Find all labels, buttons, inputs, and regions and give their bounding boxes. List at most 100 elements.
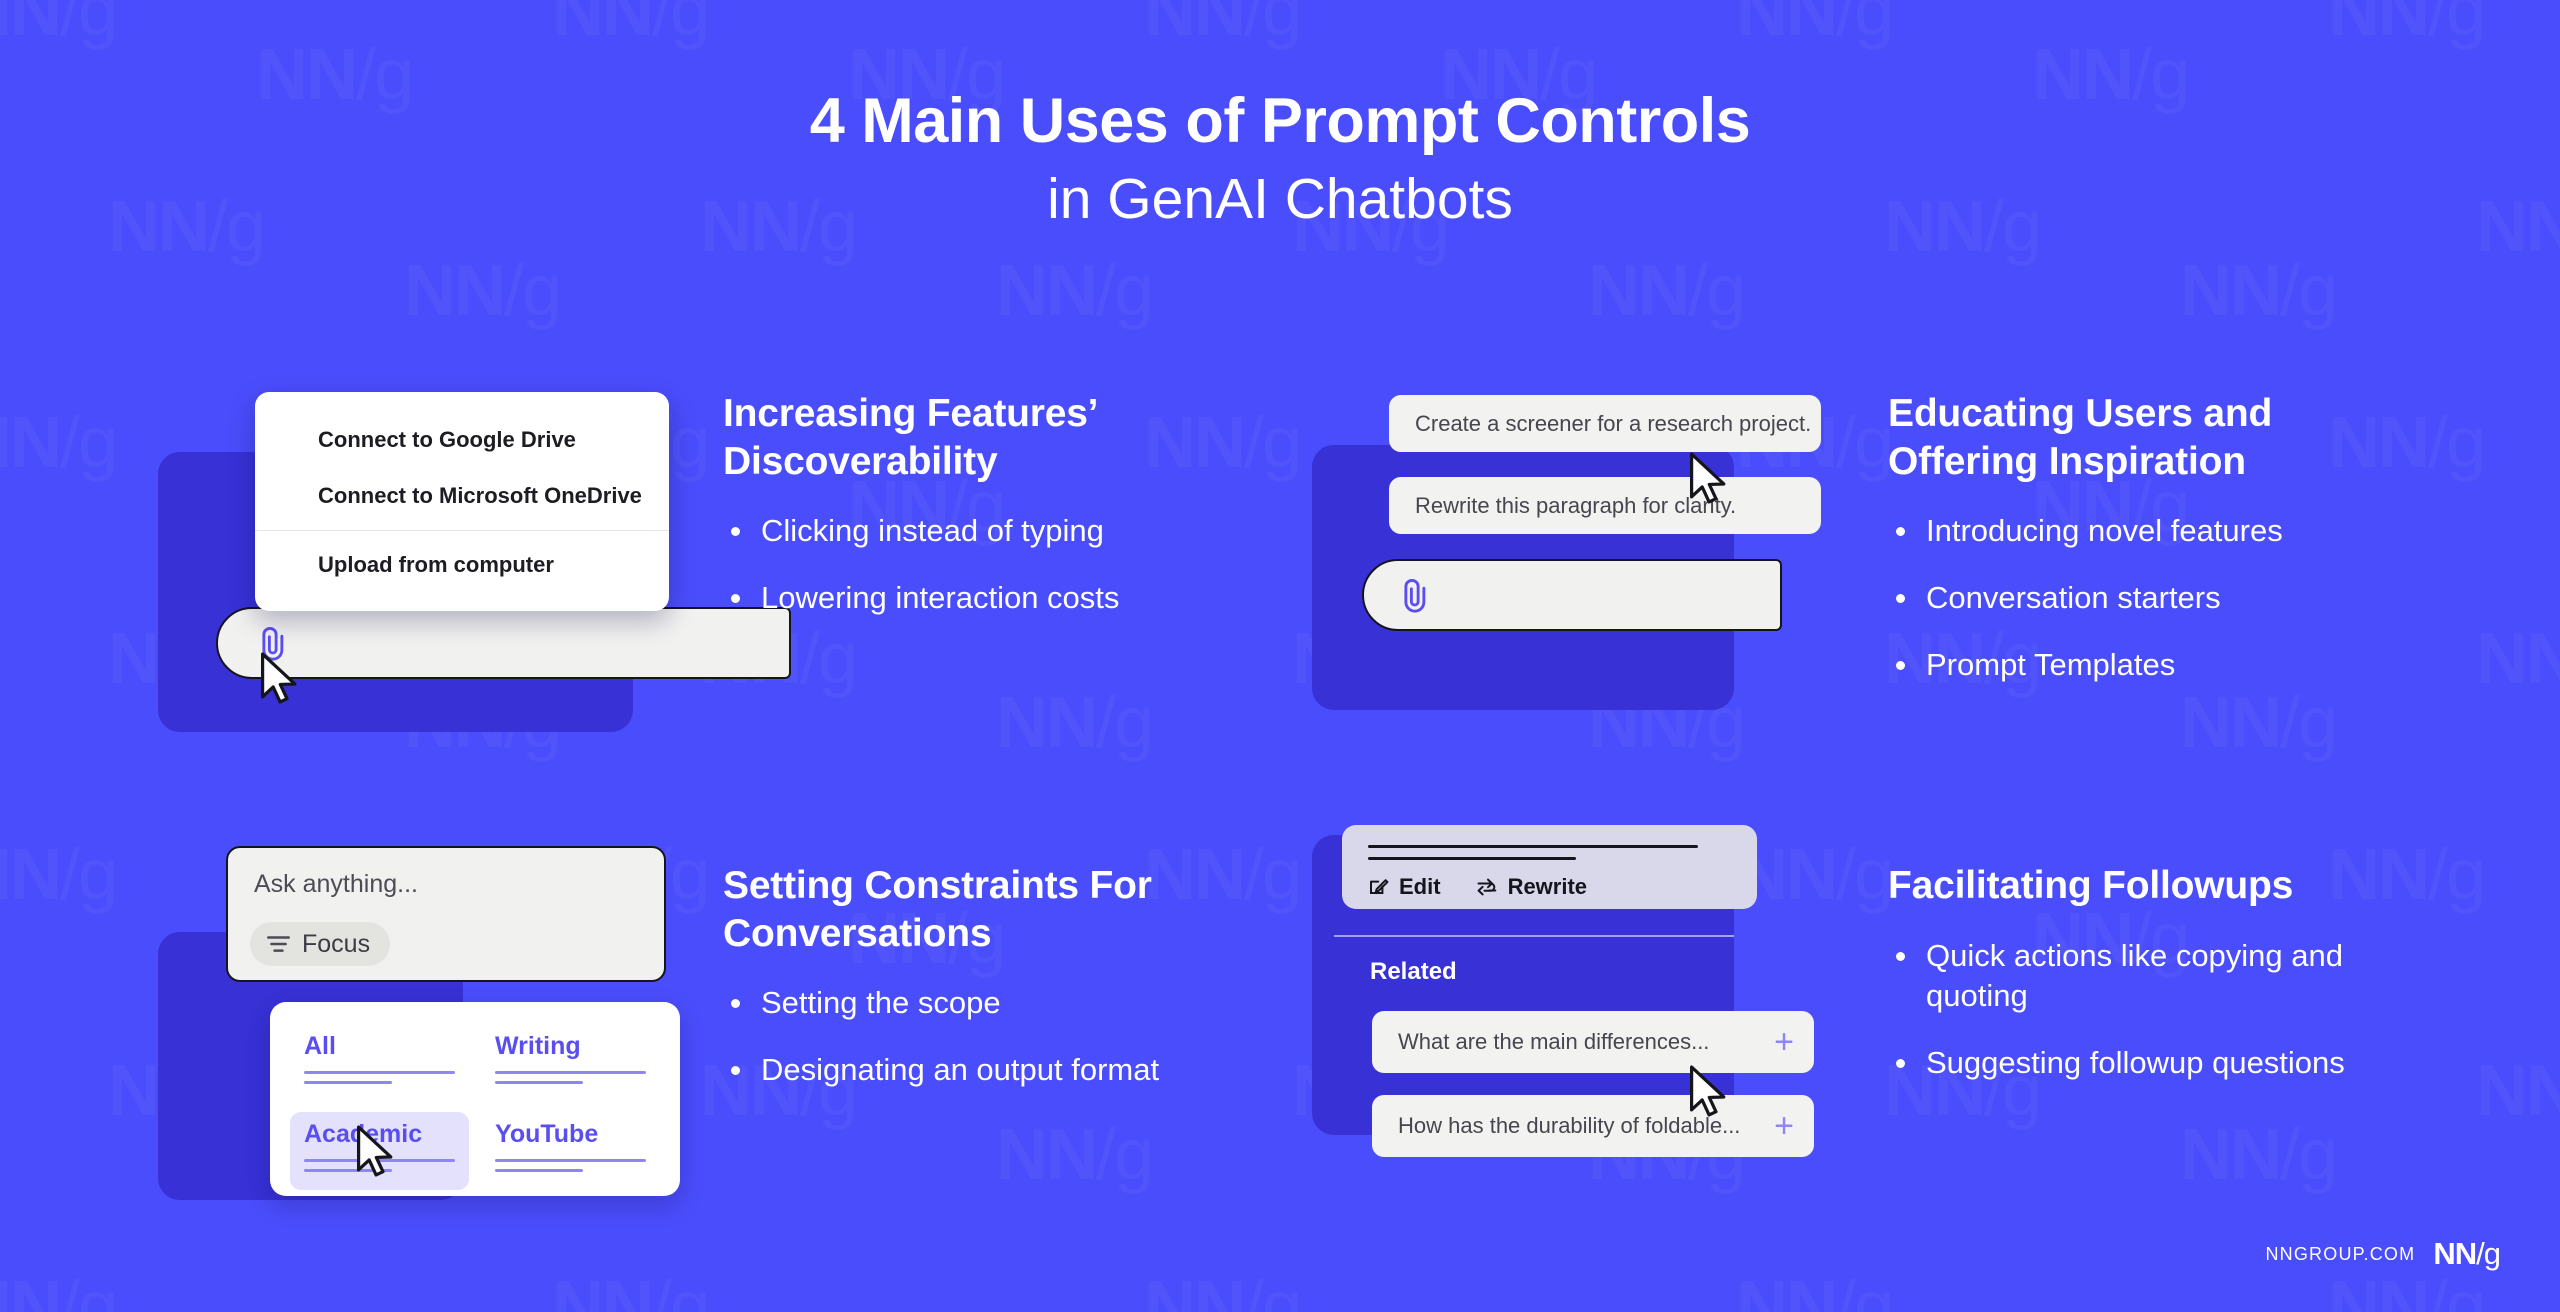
suggestion-bubble-label: Create a screener for a research project… bbox=[1415, 410, 1812, 436]
watermark-nng: NN/g bbox=[1736, 0, 1894, 52]
watermark-nng: NN/g bbox=[2476, 618, 2560, 700]
watermark-nng: NN/g bbox=[2328, 0, 2486, 52]
focus-option-label: YouTube bbox=[495, 1120, 599, 1148]
option-line-long bbox=[495, 1071, 646, 1074]
paperclip-icon[interactable] bbox=[260, 624, 290, 662]
quadrant-bullet-list: Introducing novel features Conversation … bbox=[1888, 511, 2388, 686]
mock-attachment-menu: Connect to Google Drive Connect to Micro… bbox=[158, 392, 791, 742]
watermark-nng: NN/g bbox=[1588, 250, 1746, 332]
watermark-nng: NN/g bbox=[1144, 0, 1302, 52]
logo-nn: NN bbox=[2433, 1236, 2477, 1271]
list-item: Setting the scope bbox=[723, 983, 1283, 1024]
focus-option-all[interactable]: All bbox=[290, 1024, 469, 1102]
filter-icon bbox=[267, 936, 290, 952]
refresh-icon bbox=[1477, 878, 1496, 896]
ask-anything-placeholder[interactable]: Ask anything... bbox=[254, 870, 418, 898]
quadrant-title: Educating Users and Offering Inspiration bbox=[1888, 392, 2273, 483]
watermark-nng: NN/g bbox=[1736, 1266, 1894, 1312]
watermark-nng: NN/g bbox=[2180, 682, 2338, 764]
focus-option-label: Writing bbox=[495, 1032, 581, 1060]
watermark-nng: NN/g bbox=[0, 0, 118, 52]
list-item: Quick actions like copying and quoting bbox=[1888, 936, 2428, 1018]
watermark-nng: NN/g bbox=[2476, 1050, 2560, 1132]
quadrant-text-facilitating-followups: Facilitating Followups Quick actions lik… bbox=[1888, 862, 2428, 1084]
list-item: Suggesting followup questions bbox=[1888, 1043, 2428, 1084]
focus-option-label: All bbox=[304, 1032, 336, 1060]
watermark-nng: NN/g bbox=[2328, 1266, 2486, 1312]
suggestion-bubble-label: Rewrite this paragraph for clarity. bbox=[1415, 492, 1737, 518]
watermark-nng: NN/g bbox=[0, 1266, 118, 1312]
text-placeholder-line bbox=[1368, 845, 1698, 848]
focus-composer[interactable]: Ask anything... Focus bbox=[226, 846, 666, 982]
menu-item-upload-from-computer[interactable]: Upload from computer bbox=[318, 552, 554, 577]
focus-option-label: Academic bbox=[304, 1120, 423, 1148]
message-actions-panel: Edit Rewrite bbox=[1342, 825, 1757, 909]
watermark-nng: NN/g bbox=[996, 250, 1154, 332]
menu-separator bbox=[255, 530, 669, 531]
menu-item-onedrive[interactable]: Connect to Microsoft OneDrive bbox=[318, 483, 642, 508]
edit-button[interactable]: Edit bbox=[1368, 874, 1441, 900]
list-item: Lowering interaction costs bbox=[723, 578, 1243, 619]
option-line-short bbox=[495, 1169, 583, 1172]
focus-option-writing[interactable]: Writing bbox=[481, 1024, 660, 1102]
quadrant-text-educating-users: Educating Users and Offering Inspiration… bbox=[1888, 390, 2388, 686]
related-question-label: What are the main differences... bbox=[1398, 1029, 1710, 1054]
watermark-nng: NN/g bbox=[996, 682, 1154, 764]
option-line-long bbox=[304, 1159, 455, 1162]
focus-chip-label: Focus bbox=[302, 929, 371, 958]
header: 4 Main Uses of Prompt Controls in GenAI … bbox=[0, 86, 2560, 233]
watermark-nng: NN/g bbox=[1144, 1266, 1302, 1312]
quick-actions-row: Edit Rewrite bbox=[1342, 874, 1757, 900]
watermark-nng: NN/g bbox=[0, 834, 118, 916]
quadrant-title: Increasing Features’ Discoverability bbox=[723, 392, 1097, 483]
focus-chip-button[interactable]: Focus bbox=[250, 922, 391, 966]
option-line-short bbox=[304, 1169, 392, 1172]
pencil-square-icon bbox=[1370, 879, 1389, 894]
option-line-short bbox=[495, 1081, 583, 1084]
rewrite-button-label: Rewrite bbox=[1507, 874, 1588, 899]
edit-button-label: Edit bbox=[1399, 874, 1441, 899]
rewrite-button[interactable]: Rewrite bbox=[1475, 874, 1587, 900]
attachment-dropdown-menu[interactable]: Connect to Google Drive Connect to Micro… bbox=[255, 392, 669, 611]
list-item: Clicking instead of typing bbox=[723, 511, 1243, 552]
menu-item-google-drive[interactable]: Connect to Google Drive bbox=[318, 427, 576, 452]
focus-option-youtube[interactable]: YouTube bbox=[481, 1112, 660, 1190]
footer: NNGROUP.COM NN/g bbox=[2265, 1236, 2501, 1272]
list-item: Prompt Templates bbox=[1888, 645, 2388, 686]
page-title-line1: 4 Main Uses of Prompt Controls bbox=[809, 86, 1751, 156]
quadrant-bullet-list: Clicking instead of typing Lowering inte… bbox=[723, 511, 1243, 619]
watermark-nng: NN/g bbox=[552, 0, 710, 52]
watermark-nng: NN/g bbox=[996, 1114, 1154, 1196]
focus-option-academic[interactable]: Academic bbox=[290, 1112, 469, 1190]
prompt-input-bar-visible[interactable] bbox=[216, 607, 791, 679]
quadrant-text-increasing-features: Increasing Features’ Discoverability Cli… bbox=[723, 390, 1243, 619]
watermark-nng: NN/g bbox=[0, 402, 118, 484]
watermark-nng: NN/g bbox=[2180, 250, 2338, 332]
mock-focus-composer: Ask anything... Focus All Writing bbox=[158, 846, 680, 1200]
logo-g: g bbox=[2483, 1236, 2501, 1271]
suggestion-bubble[interactable]: Create a screener for a research project… bbox=[1389, 395, 1821, 452]
list-item: Introducing novel features bbox=[1888, 511, 2388, 552]
section-divider bbox=[1334, 935, 1734, 937]
quadrant-bullet-list: Quick actions like copying and quoting S… bbox=[1888, 936, 2428, 1085]
related-question-item[interactable]: What are the main differences... + bbox=[1372, 1011, 1814, 1073]
option-line-long bbox=[304, 1071, 455, 1074]
paperclip-icon[interactable] bbox=[1402, 576, 1432, 614]
mock-suggestion-prompts: Create a screener for a research project… bbox=[1312, 395, 1872, 715]
suggestion-bubble[interactable]: Rewrite this paragraph for clarity. bbox=[1389, 477, 1821, 534]
related-question-label: How has the durability of foldable... bbox=[1398, 1113, 1741, 1138]
focus-options-card[interactable]: All Writing Academic YouTube bbox=[270, 1002, 680, 1196]
related-question-item[interactable]: How has the durability of foldable... + bbox=[1372, 1095, 1814, 1157]
logo-slash: / bbox=[2476, 1236, 2485, 1271]
quadrant-title: Setting Constraints For Conversations bbox=[723, 864, 1152, 955]
text-placeholder-line bbox=[1368, 857, 1576, 860]
plus-icon[interactable]: + bbox=[1774, 1107, 1794, 1145]
quadrant-bullet-list: Setting the scope Designating an output … bbox=[723, 983, 1283, 1091]
list-item: Conversation starters bbox=[1888, 578, 2388, 619]
footer-url: NNGROUP.COM bbox=[2265, 1243, 2416, 1264]
quadrant-title: Facilitating Followups bbox=[1888, 864, 2294, 907]
plus-icon[interactable]: + bbox=[1774, 1023, 1794, 1061]
list-item: Designating an output format bbox=[723, 1050, 1283, 1091]
prompt-input-bar[interactable] bbox=[1362, 559, 1782, 631]
